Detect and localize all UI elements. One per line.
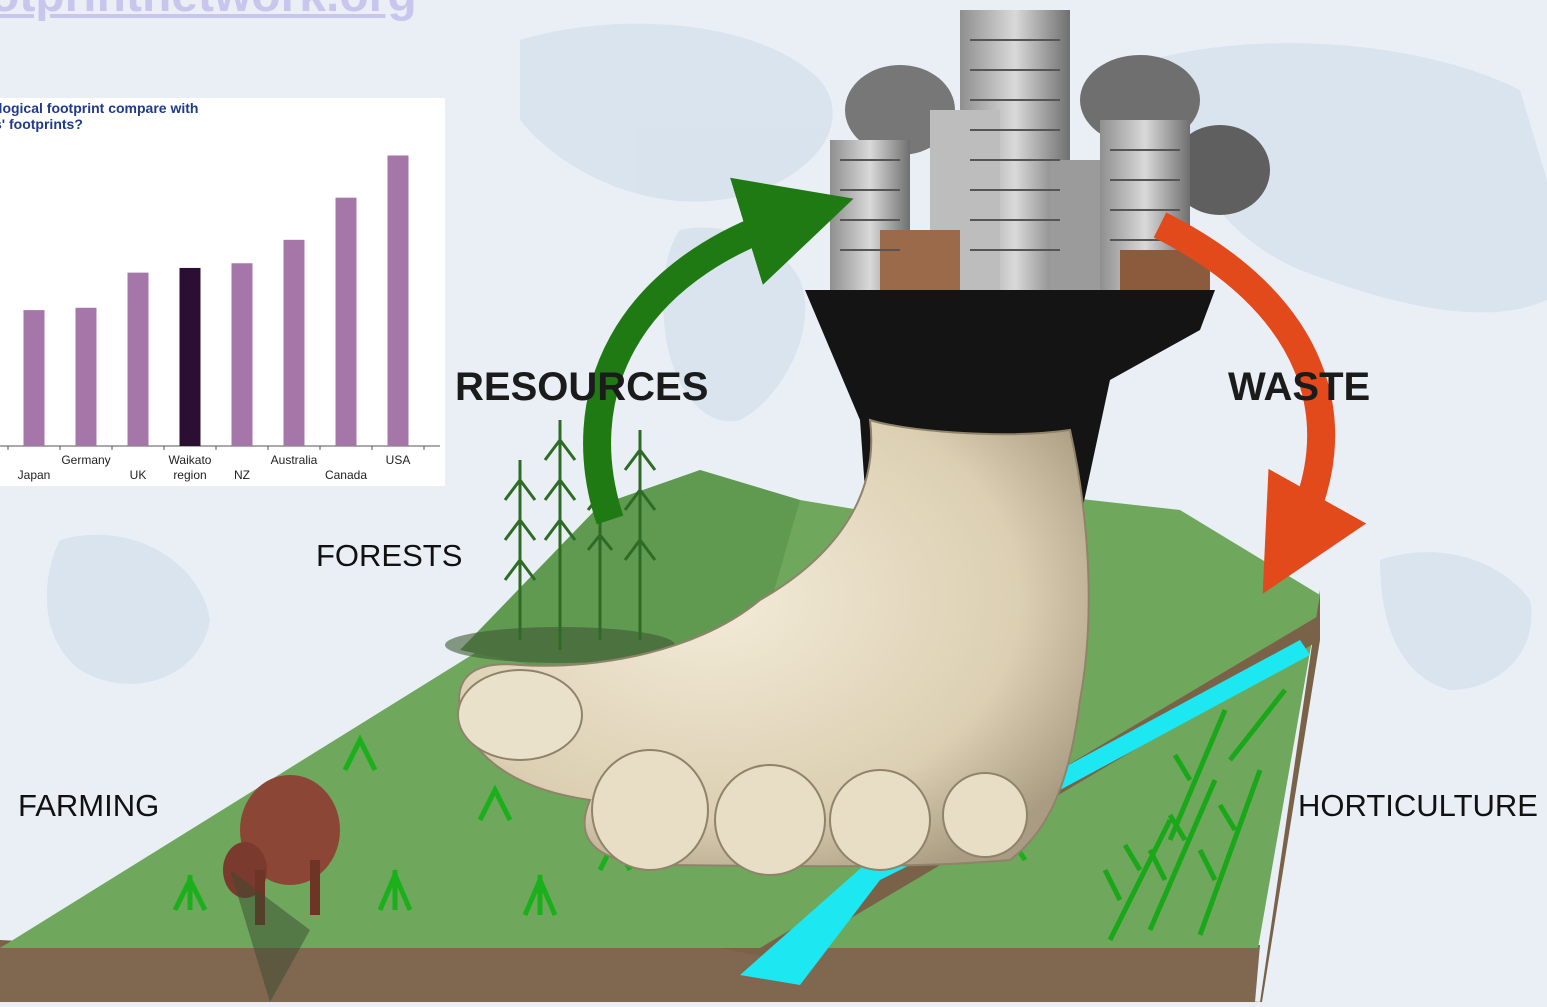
bar-canada [335,197,357,446]
horticulture-label: HORTICULTURE [1298,788,1538,823]
bar-japan [23,310,45,446]
chart-title-line-2: s' footprints? [0,116,83,132]
world-map-background [46,23,1547,690]
cow [223,775,340,1002]
bar-usa [387,155,409,446]
chart-title-line-1: ological footprint compare with [0,100,199,116]
footprint-comparison-chart: ological footprint compare with s' footp… [0,98,445,486]
waste-label: WASTE [1228,365,1371,409]
horticulture-plants [1102,688,1287,942]
x-tick-label: Canada [325,468,367,482]
x-tick-label: Waikato [169,453,212,467]
waste-arrow [1153,212,1367,594]
footprint-network-link[interactable]: otprintnetwork.org [0,0,417,23]
bar-nz [231,263,253,446]
x-tick-label: Japan [18,468,51,482]
chart-plot: rlandsJapanGermanyUKWaikatoregionNZAustr… [0,155,440,482]
x-tick-label: USA [386,453,411,467]
bar-germany [75,307,97,446]
x-tick-label: Germany [61,453,110,467]
x-tick-label: region [173,468,206,482]
forests-label: FORESTS [316,538,463,573]
farming-label: FARMING [18,788,160,823]
x-tick-label: Australia [271,453,318,467]
bar-waikato-region [179,267,201,446]
x-tick-label: UK [130,468,147,482]
bar-australia [283,239,305,446]
resources-label: RESOURCES [455,365,709,409]
chart-title: ological footprint compare with s' footp… [0,100,440,132]
x-tick-label: NZ [234,468,250,482]
bar-uk [127,272,149,446]
giant-foot [457,418,1090,876]
resources-arrow [583,177,854,525]
